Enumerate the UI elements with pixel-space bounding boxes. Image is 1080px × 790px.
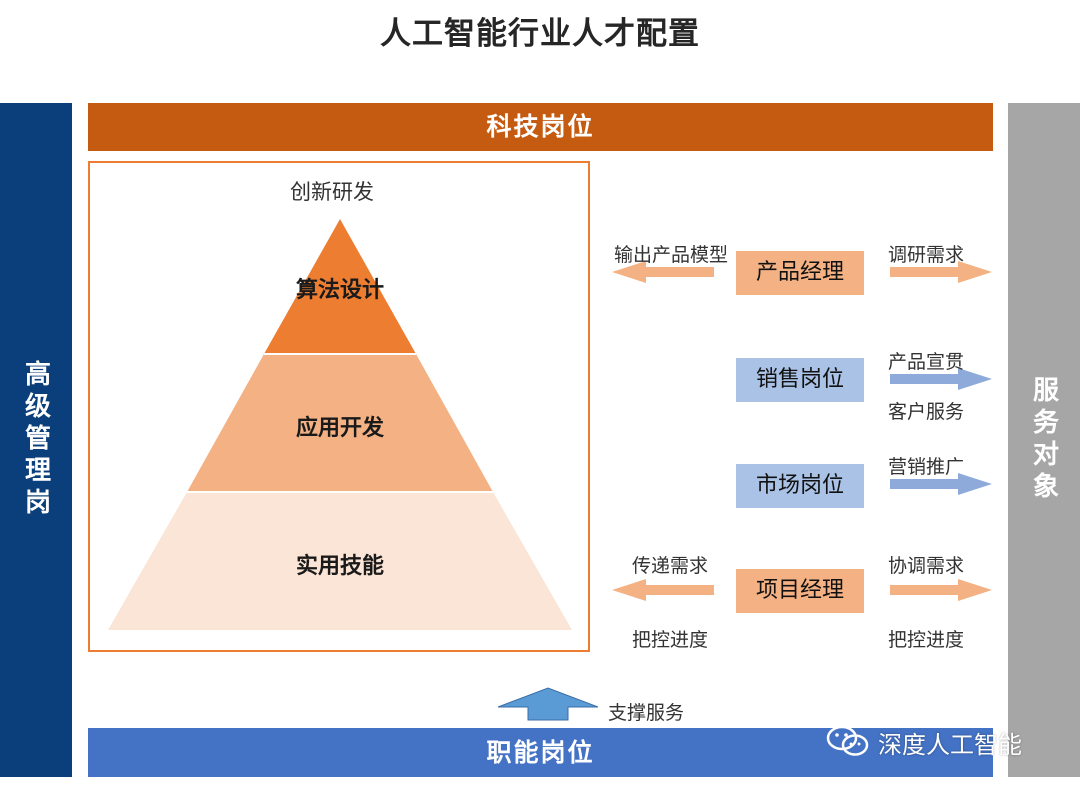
pyramid-level-3-label: 实用技能 — [295, 554, 384, 579]
label-marketing-promo: 营销推广 — [888, 456, 965, 478]
arrow-left-output-model — [612, 261, 714, 283]
pyramid-level-1-label: 算法设计 — [295, 278, 384, 303]
senior-management-bar: 高级管理岗 — [0, 103, 72, 777]
label-support-service: 支撑服务 — [608, 702, 685, 724]
label-output-model: 输出产品模型 — [614, 244, 729, 266]
arrow-right-product-promo — [890, 368, 992, 390]
label-product-promo: 产品宣贯 — [888, 351, 965, 373]
watermark-text: 深度人工智能 — [878, 730, 1022, 759]
page-title: 人工智能行业人才配置 — [380, 16, 700, 52]
service-target-label: 服务对象 — [1028, 376, 1059, 504]
watermark: 深度人工智能 — [826, 722, 1022, 762]
label-research-needs: 调研需求 — [888, 244, 965, 266]
support-up-arrow — [497, 687, 599, 721]
role-marketing: 市场岗位 — [736, 464, 864, 508]
functional-positions-bar: 职能岗位 — [88, 728, 993, 777]
service-target-bar: 服务对象 — [1008, 103, 1080, 777]
role-product-manager: 产品经理 — [736, 251, 864, 295]
pyramid-frame — [88, 161, 590, 652]
pyramid-apex-label: 创新研发 — [290, 180, 374, 204]
role-sales: 销售岗位 — [736, 358, 864, 402]
tech-positions-bar: 科技岗位 — [88, 103, 993, 151]
arrow-right-coordinate-needs — [890, 579, 992, 601]
role-project-manager: 项目经理 — [736, 569, 864, 613]
label-coordinate-needs: 协调需求 — [888, 555, 965, 577]
wechat-icon — [826, 724, 870, 760]
pyramid-level-2-label: 应用开发 — [295, 416, 384, 441]
label-control-progress-left: 把控进度 — [632, 629, 709, 651]
pyramid-level-middle — [187, 354, 493, 492]
pyramid-level-bottom — [108, 492, 572, 630]
arrow-left-pass-needs — [612, 579, 714, 601]
label-customer-service: 客户服务 — [888, 401, 965, 423]
label-pass-needs: 传递需求 — [632, 555, 709, 577]
arrow-right-research-needs — [890, 261, 992, 283]
label-control-progress-right: 把控进度 — [888, 629, 965, 651]
senior-management-label: 高级管理岗 — [20, 360, 51, 520]
pyramid-level-top — [264, 219, 416, 354]
arrow-right-marketing — [890, 473, 992, 495]
